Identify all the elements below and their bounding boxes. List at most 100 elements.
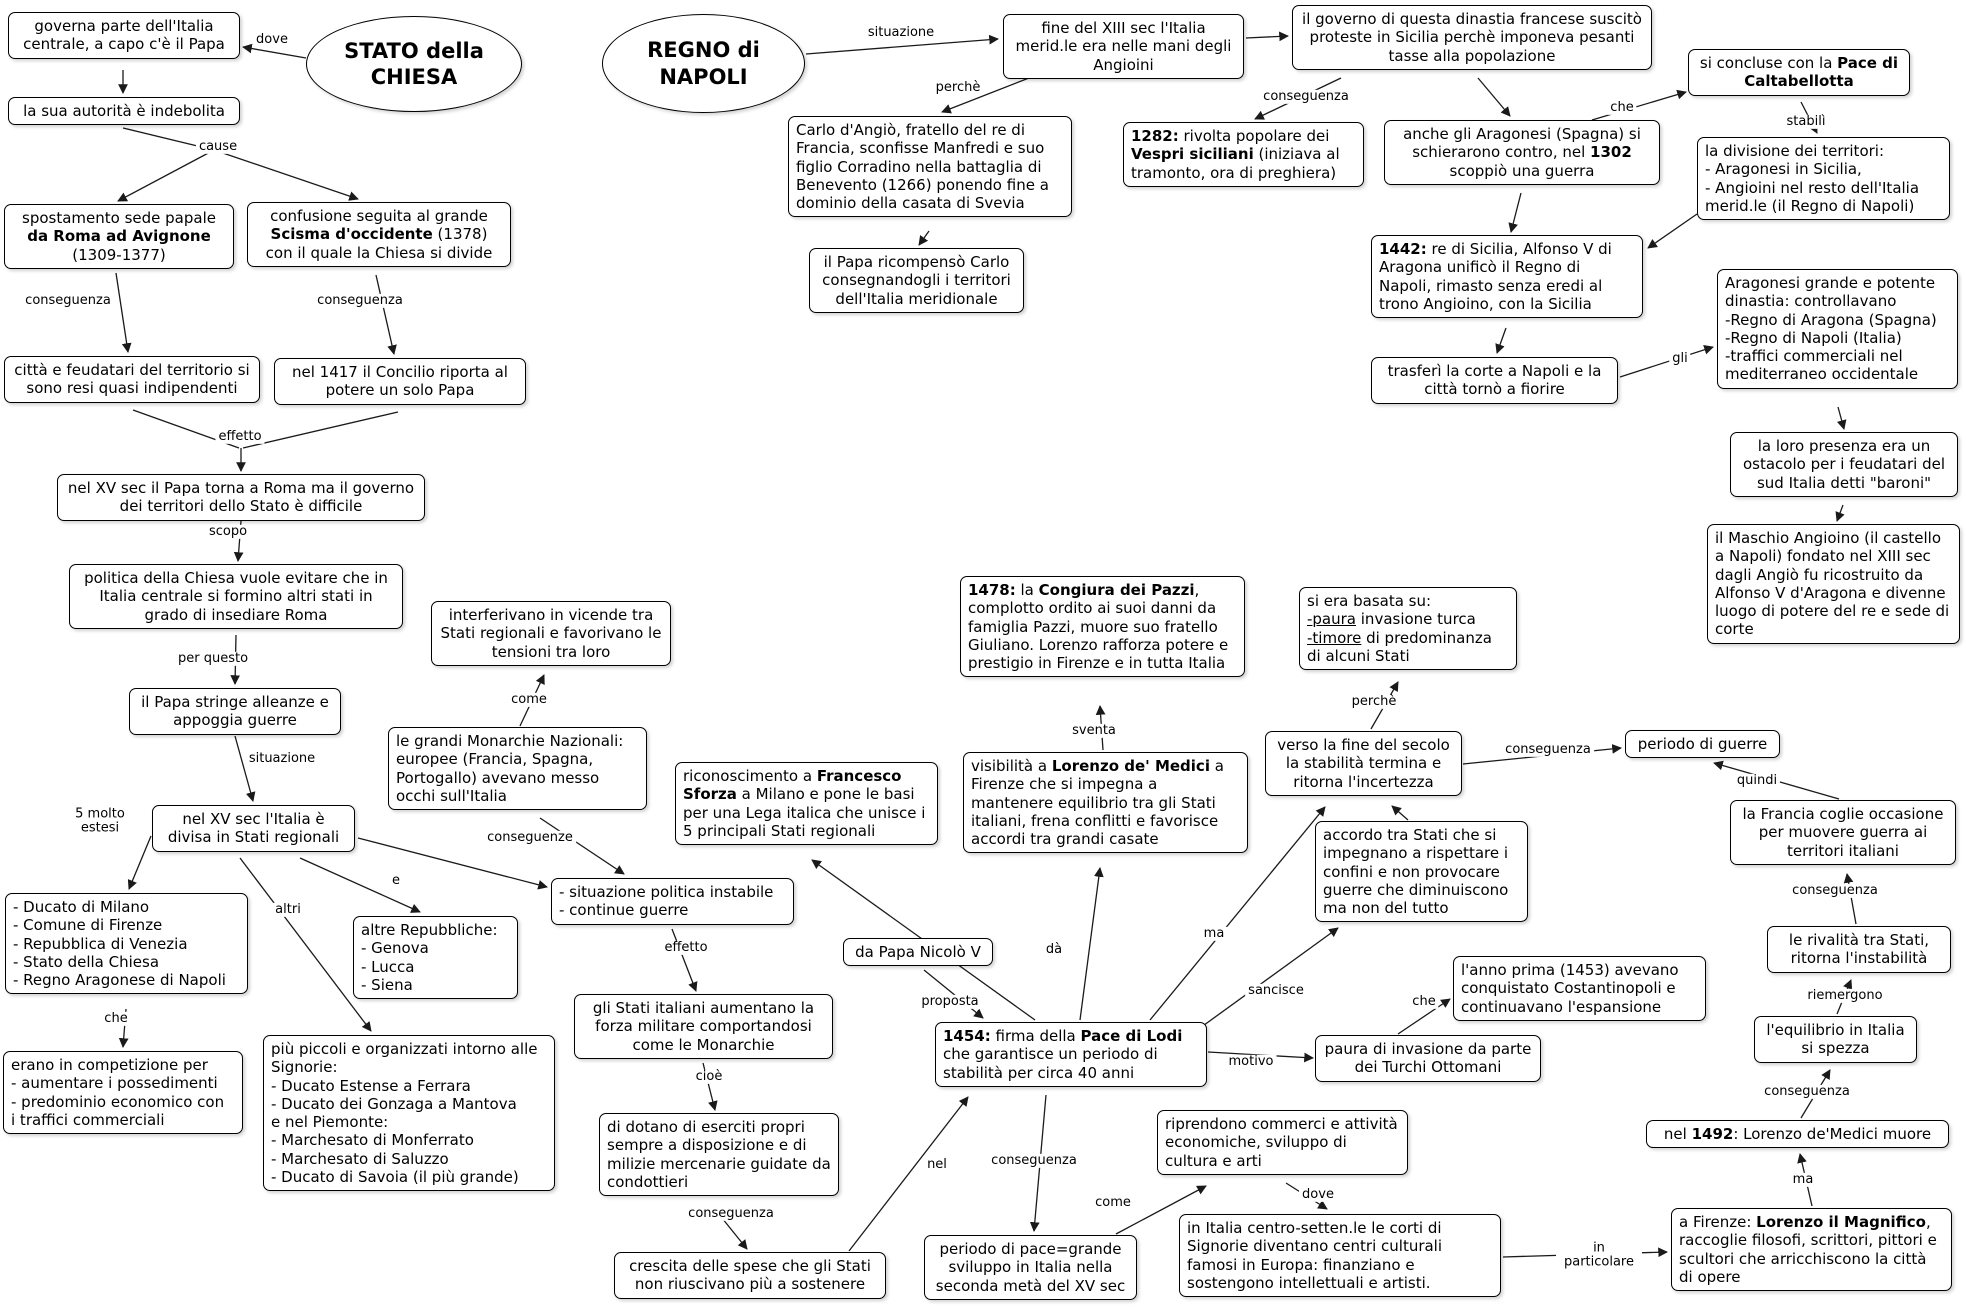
node-corti-signorie-mecenati: in Italia centro-setten.le le corti di S… [1179, 1214, 1501, 1298]
node-papa-alleanze-guerre: il Papa stringe alleanze e appoggia guer… [129, 688, 341, 735]
node-crescita-spese: crescita delle spese che gli Stati non r… [614, 1252, 886, 1299]
node-governa-italia-centrale: governa parte dell'Italia centrale, a ca… [8, 12, 240, 59]
node-lorenzo-il-magnifico: a Firenze: Lorenzo il Magnifico, raccogl… [1671, 1208, 1952, 1292]
node-scisma-occidente: confusione seguita al grande Scisma d'oc… [247, 202, 511, 267]
node-paura-turchi-ottomani: paura di invasione da parte dei Turchi O… [1315, 1035, 1541, 1082]
node-francesco-sforza-lega: riconoscimento a Francesco Sforza a Mila… [675, 762, 938, 846]
node-maschio-angioino: il Maschio Angioino (il castello a Napol… [1707, 524, 1960, 644]
node-competizione-stati: erano in competizione per- aumentare i p… [3, 1051, 243, 1135]
node-papa-nicolo-v: da Papa Nicolò V [843, 938, 993, 967]
edge-label-stabili: stabilì [1783, 114, 1829, 130]
edge-line [671, 928, 698, 992]
edge-label-conseguenza: conseguenza [314, 293, 406, 309]
edge-label-per-questo: per questo [174, 651, 252, 667]
node-costantinopoli-1453: l'anno prima (1453) avevano conquistato … [1453, 956, 1706, 1021]
node-lorenzo-muore-1492: nel 1492: Lorenzo de'Medici muore [1646, 1120, 1949, 1149]
node-politica-chiesa: politica della Chiesa vuole evitare che … [69, 564, 403, 629]
edge-line [1397, 998, 1451, 1035]
edge-line [1079, 867, 1104, 1021]
edge-label-gli: gli [1669, 351, 1691, 367]
edge-label-conseguenza: conseguenza [1502, 742, 1594, 758]
edge-label-dove: dove [1299, 1187, 1337, 1203]
edge-label-proposta: proposta [918, 994, 982, 1010]
node-concilio-1417: nel 1417 il Concilio riporta al potere u… [274, 358, 526, 405]
node-ostacolo-baroni: la loro presenza era un ostacolo per i f… [1730, 432, 1958, 497]
edge-line [1115, 1185, 1207, 1235]
edge-label-conseguenza: conseguenza [1260, 89, 1352, 105]
edge-label-situazione: situazione [864, 25, 938, 41]
edge-label-cause: cause [195, 139, 241, 155]
edge-line [299, 857, 421, 913]
node-equilibrio-si-spezza: l'equilibrio in Italia si spezza [1754, 1016, 1917, 1063]
edge-label-cioe: cioè [692, 1069, 726, 1085]
node-aragonesi-guerra-1302: anche gli Aragonesi (Spagna) si schierar… [1384, 120, 1660, 185]
edge-label-da: dà [1042, 942, 1066, 958]
edge-line [239, 857, 372, 1032]
edge-line [375, 274, 397, 355]
edge-label-conseguenze: conseguenze [484, 830, 576, 846]
node-rivalita-instabilita: le rivalità tra Stati, ritorna l'instabi… [1767, 926, 1951, 973]
edge-label-dove: dove [253, 32, 291, 48]
node-alfonso-v-1442: 1442: re di Sicilia, Alfonso V di Aragon… [1371, 235, 1643, 319]
node-carlo-angio-benevento: Carlo d'Angiò, fratello del re di Franci… [788, 116, 1072, 218]
edge-line [1477, 77, 1511, 117]
edge-line [115, 272, 132, 353]
edge-line [1835, 504, 1845, 522]
edge-line [1245, 31, 1289, 42]
node-stati-forza-militare: gli Stati italiani aumentano la forza mi… [574, 994, 833, 1059]
edge-line [1619, 345, 1714, 378]
edge-line [357, 837, 548, 890]
node-italia-stati-regionali: nel XV sec l'Italia è divisa in Stati re… [152, 805, 355, 852]
edge-line [1508, 192, 1522, 233]
edge-line [127, 835, 152, 890]
edge-label-come: come [1092, 1195, 1134, 1211]
edge-label-e: e [389, 873, 403, 889]
node-altre-repubbliche: altre Repubbliche:- Genova- Lucca- Siena [353, 916, 518, 1000]
edge-line [213, 149, 359, 201]
node-aragonesi-dinastia: Aragonesi grande e potente dinastia: con… [1717, 269, 1958, 389]
node-papa-ricompensa-carlo: il Papa ricompensò Carlo consegnandogli … [809, 248, 1024, 313]
edge-line [1149, 806, 1326, 1021]
edge-line [918, 230, 930, 246]
edge-label-riemergono: riemergono [1804, 988, 1886, 1004]
node-interferivano-tensioni: interferivano in vicende tra Stati regio… [431, 601, 671, 666]
node-basata-su-paura: si era basata su:-paura invasione turca-… [1299, 587, 1517, 671]
node-elenco-stati-estesi: - Ducato di Milano- Comune di Firenze- R… [5, 893, 248, 995]
node-pace-di-lodi-1454: 1454: firma della Pace di Lodi che garan… [935, 1022, 1207, 1087]
edge-line [1843, 873, 1857, 925]
node-divisione-territori: la divisione dei territori:- Aragonesi i… [1697, 137, 1950, 221]
edge-line [242, 43, 307, 59]
edge-line [1495, 327, 1507, 354]
edge-label-perche: perchè [1348, 694, 1400, 710]
node-papa-torna-roma: nel XV sec il Papa torna a Roma ma il go… [57, 474, 425, 521]
node-commerci-cultura-arti: riprendono commerci e attività economich… [1157, 1110, 1408, 1175]
edge-label-perche: perchè [932, 80, 984, 96]
concept-stato-della-chiesa: STATO della CHIESA [306, 16, 522, 112]
node-corte-napoli: trasferì la corte a Napoli e la città to… [1371, 357, 1618, 404]
edge-label-conseguenza: conseguenza [685, 1206, 777, 1222]
edge-label-ma: ma [1789, 1172, 1817, 1188]
edge-label-quindi: quindi [1733, 773, 1781, 789]
node-autorita-indebolita: la sua autorità è indebolita [8, 97, 240, 126]
edge-label-che: che [1409, 994, 1439, 1010]
edge-line [1391, 805, 1409, 821]
edge-label-nel: nel [924, 1157, 950, 1173]
edge-line [1836, 406, 1847, 430]
edge-label-motivo: motivo [1225, 1054, 1277, 1070]
node-accordo-confini: accordo tra Stati che si impegnano a ris… [1315, 821, 1528, 923]
edge-label-ma: ma [1200, 926, 1228, 942]
edge-label-che: che [101, 1011, 131, 1027]
edge-label-come: come [508, 692, 550, 708]
edge-label-conseguenza: conseguenza [1789, 883, 1881, 899]
node-francia-guerra: la Francia coglie occasione per muovere … [1730, 800, 1956, 865]
edge-line [117, 149, 215, 202]
edge-label-conseguenza: conseguenza [22, 293, 114, 309]
edge-label-scopo: scopo [205, 524, 251, 540]
edge-line [805, 34, 999, 55]
node-periodo-di-pace-sviluppo: periodo di pace=grande sviluppo in Itali… [924, 1235, 1137, 1300]
node-periodo-di-guerre: periodo di guerre [1625, 730, 1780, 759]
edge-label-che: che [1607, 100, 1637, 116]
